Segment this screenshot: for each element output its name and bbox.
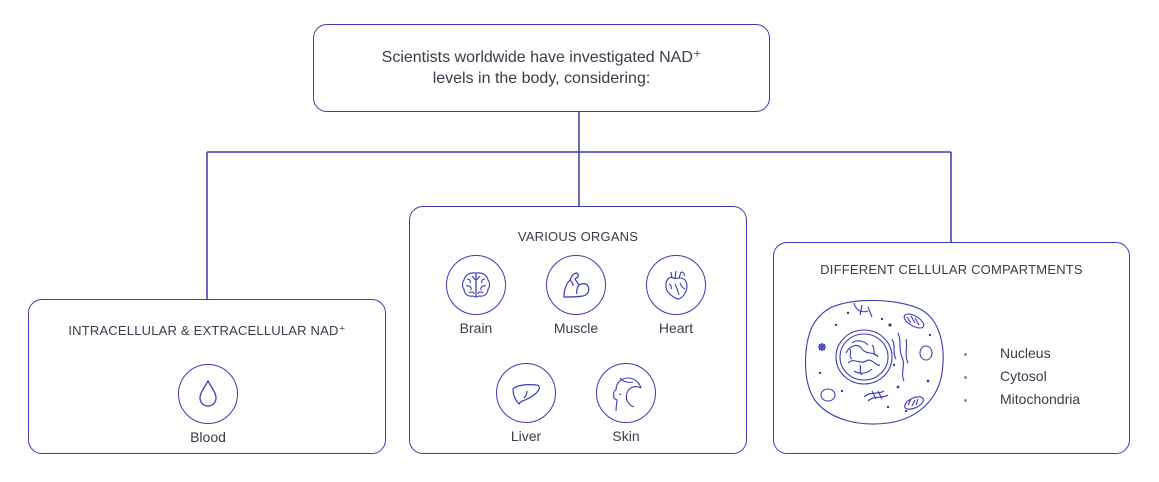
blood-label: Blood: [190, 429, 226, 445]
heart-icon: [665, 270, 688, 300]
mitochondria-label: Mitochondria: [1000, 391, 1081, 407]
bullet-dot: [964, 399, 967, 402]
drop-icon: [199, 379, 217, 407]
cytosol-label: Cytosol: [1000, 368, 1047, 384]
blood-circle: [178, 364, 238, 424]
brain-circle: [446, 255, 506, 315]
brain-icon: [461, 272, 491, 298]
left-heading: INTRACELLULAR & EXTRACELLULAR NAD⁺: [68, 323, 346, 338]
nucleus-label: Nucleus: [1000, 345, 1051, 361]
heart-label: Heart: [658, 320, 694, 336]
bullet-dot: [964, 376, 967, 379]
intra-extracellular-box: INTRACELLULAR & EXTRACELLULAR NAD⁺ Blood: [28, 299, 386, 454]
cellular-compartments-box: DIFFERENT CELLULAR COMPARTMENTS: [773, 242, 1130, 454]
liver-icon: [512, 384, 540, 406]
brain-item: Brain: [446, 255, 506, 336]
skin-circle: [596, 363, 656, 423]
muscle-item: Muscle: [546, 255, 606, 336]
liver-circle: [496, 363, 556, 423]
right-heading: DIFFERENT CELLULAR COMPARTMENTS: [820, 262, 1083, 277]
liver-item: Liver: [496, 363, 556, 444]
root-box: Scientists worldwide have investigated N…: [313, 24, 770, 112]
root-title-line-2: levels in the body, considering:: [432, 70, 651, 87]
blood-item: Blood: [178, 364, 238, 445]
muscle-label: Muscle: [553, 320, 599, 336]
muscle-icon: [563, 272, 590, 298]
root-title-line-1: Scientists worldwide have investigated N…: [381, 49, 702, 66]
face-icon: [613, 377, 642, 412]
heart-item: Heart: [646, 255, 706, 336]
liver-label: Liver: [510, 428, 542, 444]
brain-label: Brain: [459, 320, 493, 336]
middle-heading: VARIOUS ORGANS: [517, 229, 639, 244]
root-title: Scientists worldwide have investigated N…: [314, 47, 769, 89]
bullet-dot: [964, 353, 967, 356]
heart-circle: [646, 255, 706, 315]
various-organs-box: VARIOUS ORGANS Brain: [409, 206, 747, 454]
skin-label: Skin: [612, 428, 640, 444]
muscle-circle: [546, 255, 606, 315]
cell-illustration-icon: [805, 299, 944, 425]
skin-item: Skin: [596, 363, 656, 444]
